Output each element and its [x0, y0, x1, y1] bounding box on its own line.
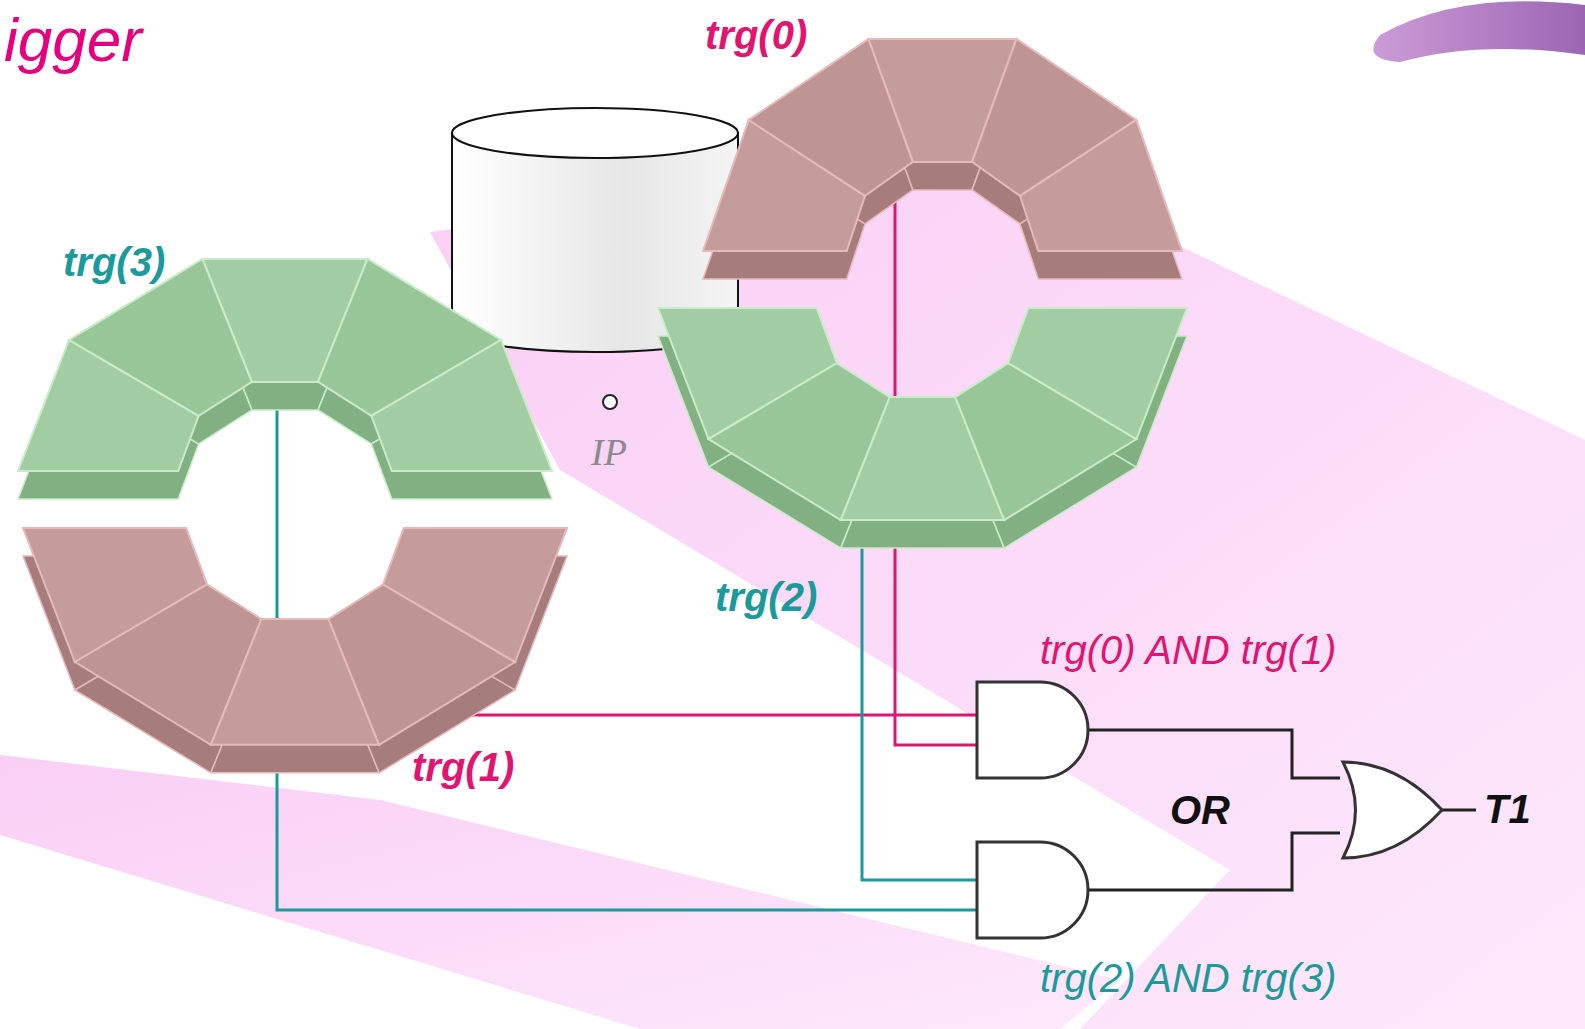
- output-signal-label: T1: [1484, 787, 1531, 832]
- signal-label: trg(2): [715, 575, 817, 620]
- slide-title: igger: [4, 4, 142, 75]
- detector-half-ring: trg(2): [655, 305, 1190, 560]
- or-gate-shape: [1343, 762, 1442, 858]
- detector-half-ring: trg(3): [15, 245, 555, 500]
- signal-wire: [1088, 730, 1340, 778]
- and-gate-shape: [977, 842, 1088, 938]
- and-gate-shape: [977, 682, 1088, 778]
- detector-half-ring: trg(1): [20, 525, 570, 785]
- ip-label: IP: [591, 430, 627, 474]
- and-gate-outline: [975, 680, 1090, 780]
- and-gate: trg(2) AND trg(3): [975, 840, 1090, 940]
- ip-point: [603, 395, 617, 409]
- detector-half-ring: trg(0): [700, 25, 1185, 280]
- segment-face: [1008, 308, 1187, 439]
- signal-label: trg(0): [705, 13, 807, 58]
- detector-half-ring-outline: [700, 25, 1185, 280]
- and-gate-outline: [975, 840, 1090, 940]
- signal-label: OR: [1170, 788, 1230, 833]
- signal-label: trg(2) AND trg(3): [1040, 956, 1336, 1001]
- signal-wire: [862, 533, 977, 880]
- beam-fan: [0, 755, 1120, 1029]
- logo-swoosh: [1373, 1, 1585, 62]
- signal-label: trg(3): [63, 240, 165, 285]
- output-wire: [1442, 809, 1476, 812]
- cylinder-top: [452, 108, 738, 158]
- segment-face: [1020, 120, 1182, 251]
- segment-face: [371, 340, 552, 471]
- detector-half-ring-outline: [655, 305, 1190, 560]
- or-gate-outline: [1338, 760, 1448, 860]
- signal-label: trg(1): [412, 745, 514, 790]
- signal-label: trg(0) AND trg(1): [1040, 628, 1336, 673]
- signal-wire: [1088, 833, 1340, 890]
- segment-face: [383, 528, 567, 662]
- and-gate: trg(0) AND trg(1): [975, 680, 1090, 780]
- or-gate: OR: [1338, 760, 1448, 860]
